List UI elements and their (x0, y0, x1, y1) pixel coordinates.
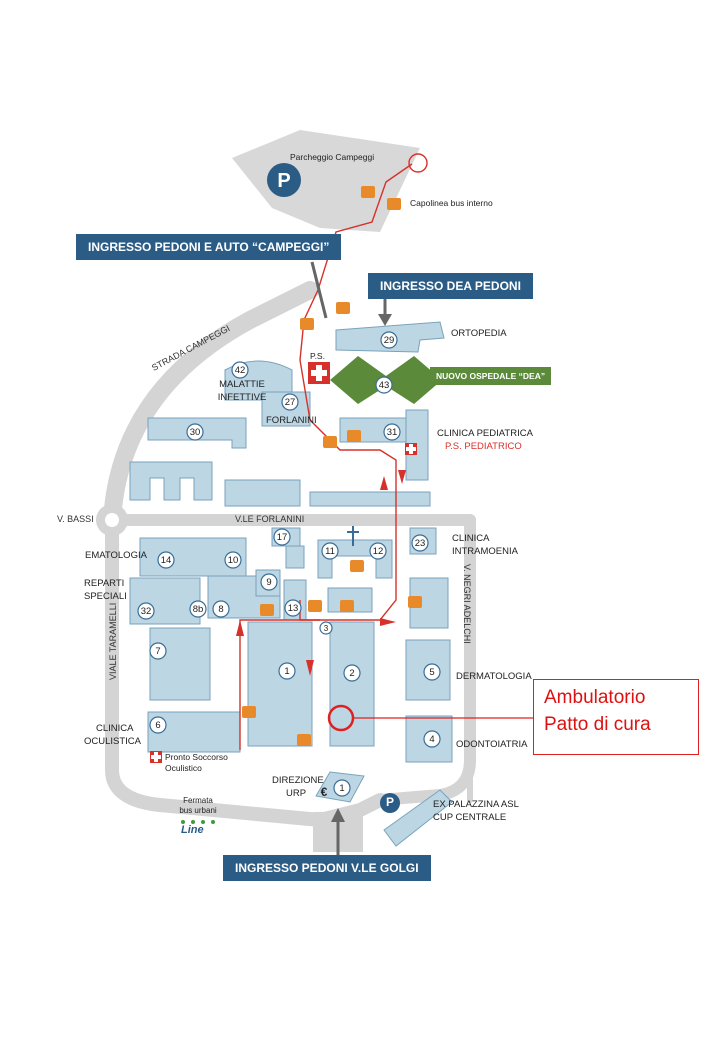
building-number-8b: 8b (192, 604, 204, 615)
street-v-negri: V. NEGRI ADELCHI (462, 564, 472, 644)
label-clinica-pediatrica: CLINICA PEDIATRICA (437, 428, 533, 439)
label-nuovo-ospedale: NUOVO OSPEDALE “DEA” (430, 367, 552, 385)
label-dermatologia: DERMATOLOGIA (456, 671, 532, 682)
building-number-12: 12 (372, 546, 384, 557)
label-parcheggio: Parcheggio Campeggi (290, 152, 375, 162)
label-odontoiatria: ODONTOIATRIA (456, 739, 528, 750)
building-number-circles (137, 331, 441, 797)
label-malattie: MALATTIE (219, 379, 265, 390)
label-bus-urbani: bus urbani (179, 806, 217, 815)
building-number-13: 13 (287, 603, 299, 614)
label-forlanini: FORLANINI (266, 415, 317, 426)
label-fermata: Fermata (183, 796, 213, 805)
entrance-arrows (310, 261, 392, 860)
label-ortopedia: ORTOPEDIA (451, 328, 507, 339)
building-number-29: 29 (383, 335, 395, 346)
pediatric-first-aid-icon (405, 443, 417, 455)
building-number-8: 8 (218, 604, 224, 615)
building-number-3: 3 (323, 624, 329, 633)
building-number-32: 32 (140, 606, 152, 617)
building-number-42: 42 (234, 365, 246, 376)
parking-area-campeggi (232, 130, 420, 232)
label-clinica: CLINICA (452, 533, 490, 544)
street-vle-forlanini: V.LE FORLANINI (235, 514, 305, 524)
parking-letter-top: P (277, 170, 291, 192)
euro-icon: € (320, 785, 328, 799)
label-ps: P.S. (310, 351, 325, 361)
label-clinica-oculistica-2: OCULISTICA (84, 736, 142, 747)
banner-ingresso-golgi: INGRESSO PEDONI V.LE GOLGI (223, 855, 431, 881)
line-bus-stop-icon (181, 820, 215, 824)
parking-icon-top (267, 163, 301, 197)
label-infettive: INFETTIVE (217, 392, 267, 403)
building-number-2: 2 (349, 668, 355, 679)
building-number-14: 14 (160, 555, 172, 566)
label-urp: URP (286, 788, 307, 799)
label-speciali: SPECIALI (84, 591, 127, 602)
parking-letter-bottom: P (385, 795, 394, 809)
label-ematologia: EMATOLOGIA (85, 550, 147, 561)
building-number-27: 27 (284, 397, 296, 408)
building-number-1b: 1 (339, 783, 345, 794)
street-v-bassi: V. BASSI (57, 514, 94, 524)
label-ex-palazzina: EX PALAZZINA ASL (433, 799, 519, 810)
label-reparti: REPARTI (84, 578, 125, 589)
building-number-4: 4 (429, 734, 435, 745)
building-number-31: 31 (386, 427, 398, 438)
label-ps-pediatrico: P.S. PEDIATRICO (445, 441, 522, 452)
building-number-6: 6 (155, 720, 161, 731)
building-number-30: 30 (189, 427, 201, 438)
callout-line-2: Patto di cura (544, 714, 651, 735)
building-number-23: 23 (414, 538, 426, 549)
building-number-7: 7 (155, 646, 161, 657)
bus-icons (242, 186, 422, 746)
label-capolinea: Capolinea bus interno (410, 198, 493, 208)
banner-ingresso-campeggi: INGRESSO PEDONI E AUTO “CAMPEGGI” (76, 234, 342, 260)
banner-ingresso-dea: INGRESSO DEA PEDONI (368, 273, 533, 299)
building-number-43: 43 (378, 380, 390, 391)
street-viale-taramelli: VIALE TARAMELLI (108, 602, 118, 680)
callout-line-1: Ambulatorio (544, 687, 646, 708)
building-number-11: 11 (325, 546, 335, 557)
building-number-10: 10 (227, 555, 239, 566)
label-clinica-oculistica-1: CLINICA (96, 723, 134, 734)
building-number-17: 17 (276, 532, 288, 543)
label-intramoenia: INTRAMOENIA (452, 546, 518, 557)
parking-icon-bottom (380, 793, 400, 813)
label-pronto-soccorso: Pronto Soccorso (165, 752, 228, 762)
roundabout-center (105, 513, 119, 527)
ocular-first-aid-icon (150, 751, 162, 763)
callout-ambulatorio: Ambulatorio Patto di cura (533, 679, 699, 755)
first-aid-icon (308, 362, 330, 384)
building-number-1a: 1 (284, 666, 290, 677)
route-arrows (236, 470, 406, 676)
label-direzione: DIREZIONE (272, 775, 324, 786)
building-number-9: 9 (266, 577, 272, 588)
label-oculistico: Oculistico (165, 763, 202, 773)
chapel-cross-icon (347, 526, 359, 546)
label-nuovo-ospedale-text: NUOVO OSPEDALE “DEA” (430, 367, 552, 385)
line-logo: Line (181, 824, 204, 836)
building-number-5: 5 (429, 667, 435, 678)
label-cup-centrale: CUP CENTRALE (433, 812, 507, 823)
